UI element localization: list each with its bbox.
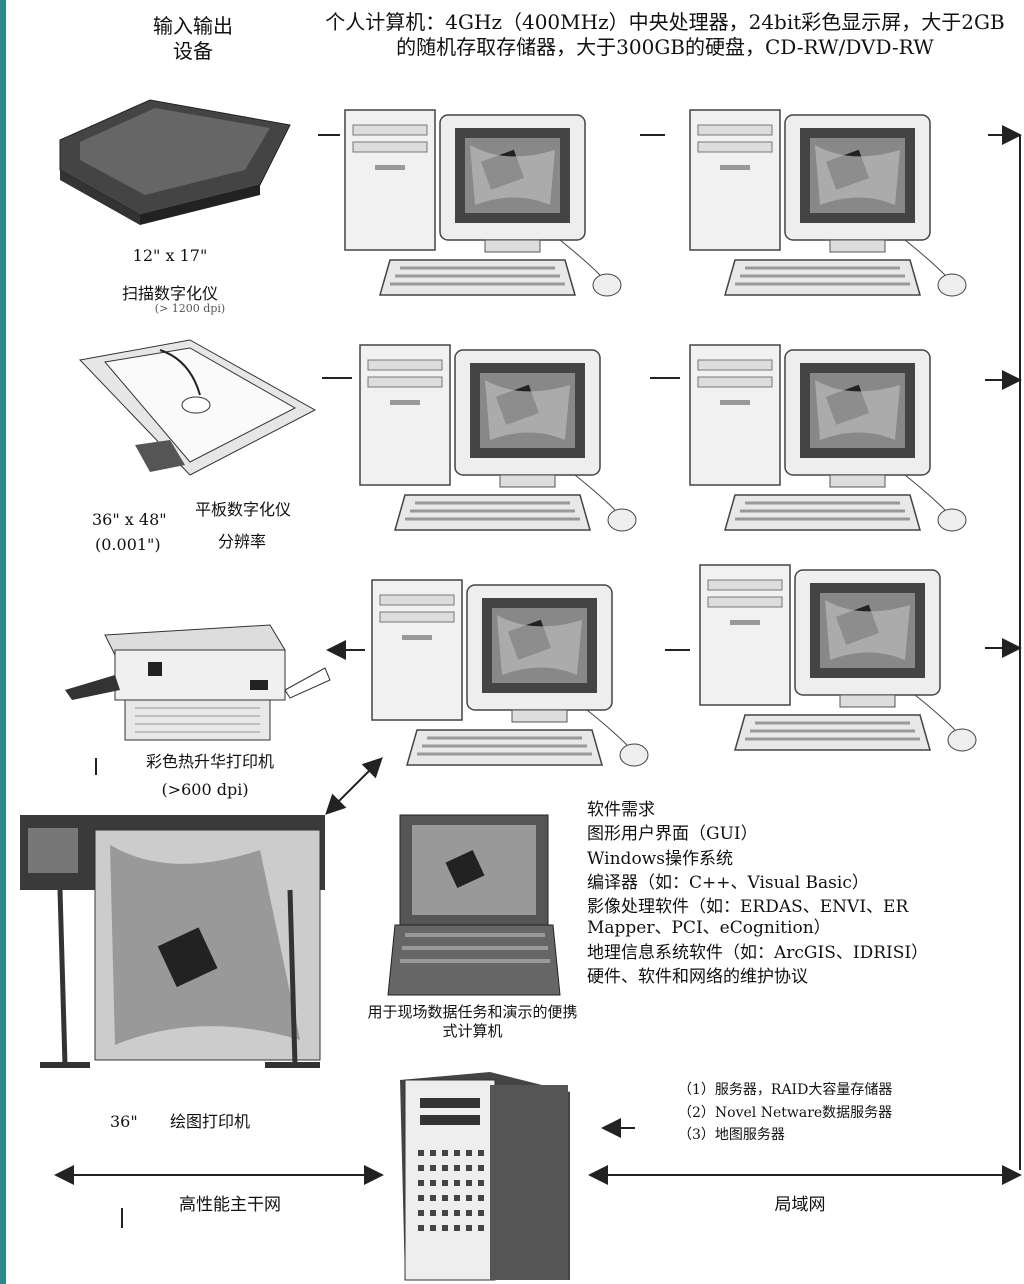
server-list: （1）服务器，RAID大容量存储器 （2）Novel Netware数据服务器 … — [678, 1082, 1008, 1145]
tablet-name-label: 平板数字化仪 — [195, 500, 292, 519]
io-devices-title: 输入输出 设备 — [153, 14, 233, 63]
scanner-size-label: 12" x 17" — [132, 246, 208, 265]
plotter-image — [20, 815, 325, 1068]
pc-row1-right — [688, 108, 968, 298]
server-item: （2）Novel Netware数据服务器 — [678, 1104, 893, 1121]
scanner-name-label: 扫描数字化仪 — [121, 284, 218, 303]
lan-label: 局域网 — [774, 1195, 826, 1215]
server-item: （1）服务器，RAID大容量存储器 — [678, 1082, 893, 1098]
pc-spec-text: 个人计算机：4GHz（400MHz）中央处理器，24bit彩色显示屏，大于2GB… — [325, 10, 1005, 59]
laptop-image — [387, 814, 561, 996]
laptop-caption: 用于现场数据任务和演示的便携式计算机 — [367, 1003, 578, 1040]
scanner-dpi-fragment: (> 1200 dpi) — [154, 302, 226, 315]
plotter-name-label: 绘图打印机 — [170, 1112, 251, 1131]
pc-row2-left — [358, 343, 638, 533]
left-edge-bar — [0, 0, 6, 1284]
software-requirements-list: 软件需求 图形用户界面（GUI） Windows操作系统 编译器（如：C++、V… — [587, 800, 987, 988]
pc-row3-left — [370, 578, 650, 768]
server-item: （3）地图服务器 — [678, 1127, 785, 1143]
software-item: 图形用户界面（GUI） — [587, 824, 758, 845]
tablet-res-word: 分辨率 — [218, 532, 267, 551]
software-item: Windows操作系统 — [587, 848, 733, 869]
server-image — [400, 1072, 570, 1281]
wan-label: 高性能主干网 — [179, 1195, 281, 1215]
printer-dpi-label: (>600 dpi) — [161, 780, 249, 799]
printer-name-label: 彩色热升华打印机 — [145, 752, 274, 771]
pc-row3-right — [698, 563, 978, 753]
tablet-size-label: 36" x 48" — [92, 510, 167, 529]
software-item: 影像处理软件（如：ERDAS、ENVI、ER Mapper、PCI、eCogni… — [587, 897, 909, 939]
pc-row2-right — [688, 343, 968, 533]
software-item: 软件需求 — [587, 800, 655, 820]
software-item: 地理信息系统软件（如：ArcGIS、IDRISI） — [587, 942, 929, 963]
color-printer-image — [65, 624, 331, 741]
scanner-image — [59, 99, 291, 225]
pc-row1-left — [343, 108, 623, 298]
tablet-digitizer-image — [78, 339, 317, 476]
software-item: 硬件、软件和网络的维护协议 — [587, 966, 808, 987]
software-item: 编译器（如：C++、Visual Basic） — [587, 872, 869, 893]
connector-lines — [54, 125, 1022, 1228]
tablet-res-label: (0.001") — [95, 535, 161, 554]
plotter-size-label: 36" — [110, 1112, 138, 1131]
